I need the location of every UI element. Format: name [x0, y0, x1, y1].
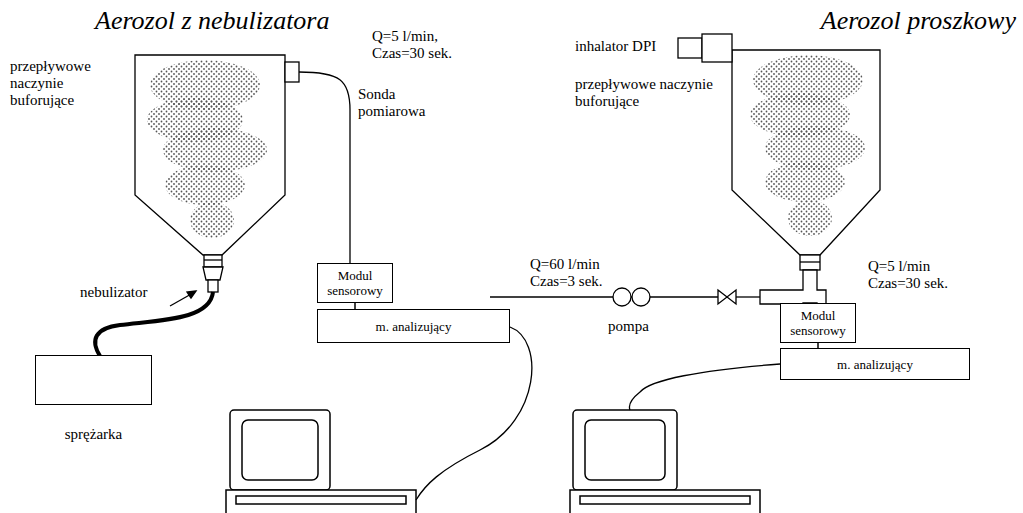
part-label: Sonda pomiarowa — [358, 86, 436, 120]
computer — [570, 410, 760, 513]
aerosol-cloud — [147, 60, 267, 238]
buffer-vessel — [135, 55, 299, 267]
t-piece — [760, 270, 826, 304]
data-cable — [629, 364, 780, 410]
panel-title: Aerozol proszkowy — [821, 6, 1016, 36]
module-label: Modul sensorowy — [781, 306, 855, 340]
part-label: nebulizator — [80, 284, 180, 301]
module-box: Modul sensorowy — [317, 263, 393, 303]
flow-arrow — [170, 291, 196, 306]
part-label: pompa — [608, 318, 668, 335]
module-box: m. analizujący — [780, 348, 970, 380]
dpi-inhaler — [678, 34, 732, 62]
aerosol-cloud — [750, 55, 865, 236]
panel-title: Aerozol z nebulizatora — [95, 6, 329, 36]
part-label: inhalator DPI — [575, 38, 675, 55]
buffer-vessel — [732, 50, 880, 270]
part-label: Q=60 l/min Czas=3 sek. — [530, 256, 625, 290]
pump-line — [490, 296, 718, 298]
pump — [613, 288, 650, 306]
nebulizer — [203, 267, 223, 292]
compressor-box: sprężarka — [35, 355, 152, 405]
probe-tube — [299, 72, 350, 263]
part-label: przepływowe naczynie buforujące — [10, 58, 110, 109]
part-label: Q=5 l/min Czas=30 sek. — [868, 258, 968, 292]
module-box: m. analizujący — [317, 309, 510, 343]
module-label: m. analizujący — [834, 355, 916, 374]
data-cable — [416, 327, 532, 500]
valve — [718, 290, 760, 304]
computer — [226, 410, 416, 513]
device-label: sprężarka — [65, 426, 122, 443]
part-label: Q=5 l/min, Czas=30 sek. — [372, 28, 472, 62]
hose — [95, 292, 213, 356]
module-box: Modul sensorowy — [780, 303, 856, 343]
module-label: Modul sensorowy — [318, 266, 392, 300]
module-label: m. analizujący — [373, 317, 455, 336]
part-label: przepływowe naczynie buforujące — [575, 76, 720, 110]
